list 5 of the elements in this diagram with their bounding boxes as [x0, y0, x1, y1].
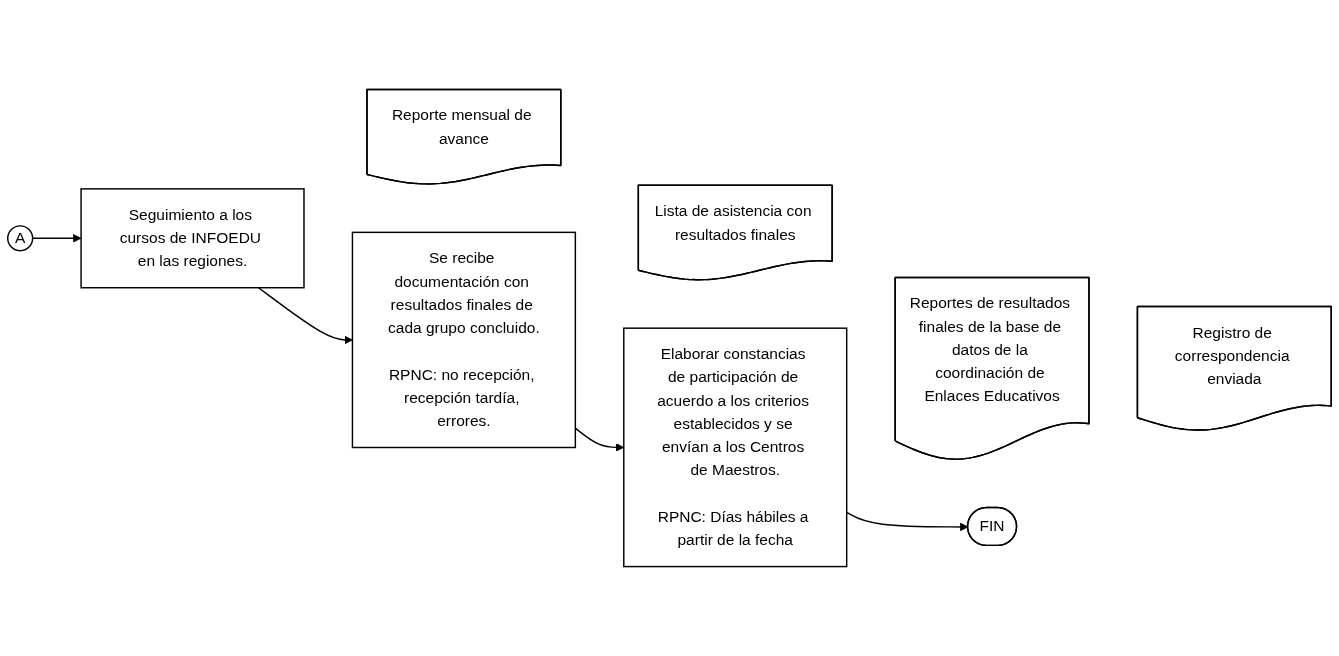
node-box: Se recibe documentación con resultados finales de cada grupo concluido. RPNC: no recepción, recepción tardía, errores. — [351, 231, 577, 449]
node-box: Elaborar constancias de participación de acuerdo a los criterios establecidos y se envían a los Centros de Maestros. RPNC: Días hábiles a partir de la fecha — [623, 327, 848, 568]
node-box: Seguimiento a los cursos de INFOEDU en las regiones. — [80, 188, 305, 289]
node-circle: A — [7, 225, 34, 252]
arrow — [257, 287, 353, 345]
